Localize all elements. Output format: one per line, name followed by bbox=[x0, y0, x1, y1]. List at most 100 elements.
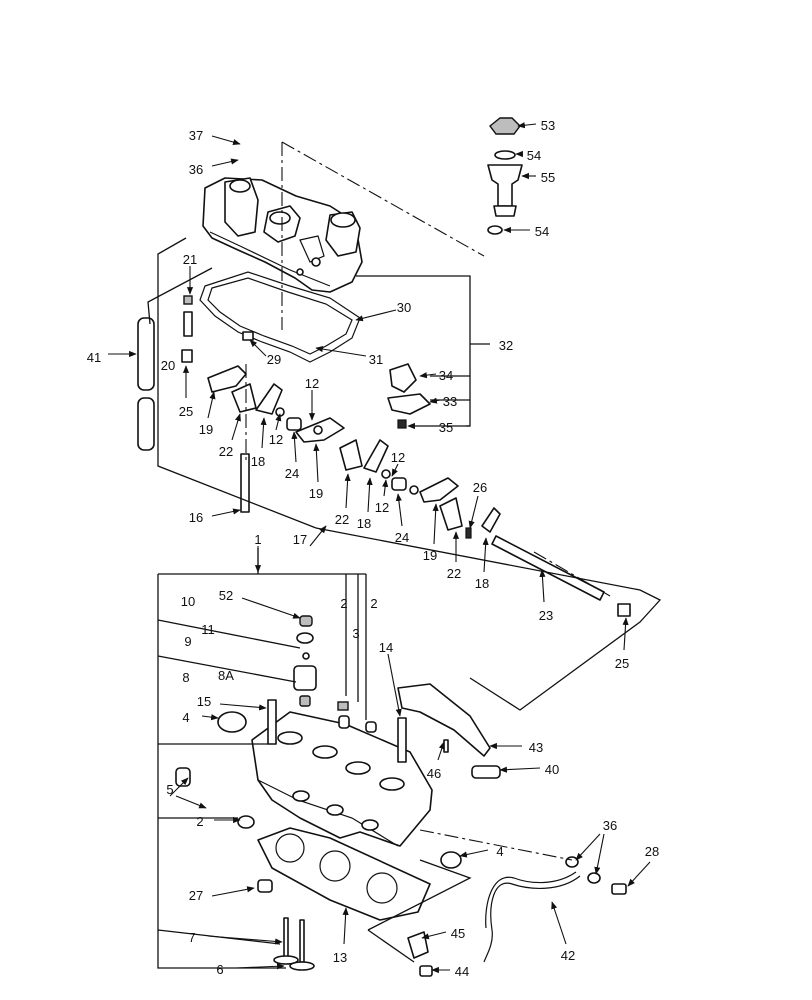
callout-22c: 22 bbox=[447, 566, 461, 581]
leader-33 bbox=[429, 397, 441, 404]
callout-52: 52 bbox=[219, 588, 233, 603]
leader-36a bbox=[211, 158, 239, 167]
callout-1: 1 bbox=[254, 532, 261, 547]
callout-44: 44 bbox=[455, 964, 469, 979]
leader-16 bbox=[211, 508, 241, 517]
callout-8a: 8A bbox=[218, 668, 234, 683]
leader-30 bbox=[355, 309, 397, 322]
leader-22b bbox=[344, 473, 351, 509]
leader-12d bbox=[382, 479, 389, 497]
leader-4a bbox=[201, 714, 219, 721]
callout-34: 34 bbox=[439, 368, 453, 383]
leader-53 bbox=[517, 122, 537, 129]
callout-19a: 19 bbox=[199, 422, 213, 437]
leader-23 bbox=[539, 569, 546, 603]
callout-12b: 12 bbox=[269, 432, 283, 447]
leader-22a bbox=[231, 413, 241, 441]
callout-45: 45 bbox=[451, 926, 465, 941]
rocker-shaft bbox=[491, 535, 631, 617]
callout-5: 5 bbox=[166, 782, 173, 797]
leader-18a bbox=[260, 417, 267, 449]
callout-4b: 4 bbox=[496, 844, 503, 859]
callout-33: 33 bbox=[443, 394, 457, 409]
leader-24b bbox=[395, 493, 403, 527]
callout-12c: 12 bbox=[391, 450, 405, 465]
callout-20: 20 bbox=[161, 358, 175, 373]
leader-7 bbox=[207, 935, 283, 945]
leader-18c bbox=[482, 537, 489, 573]
leader-31 bbox=[315, 346, 367, 357]
callout-36a: 36 bbox=[189, 162, 203, 177]
leader-15 bbox=[219, 703, 267, 711]
callout-4a: 4 bbox=[182, 710, 189, 725]
leader-extra bbox=[175, 795, 207, 809]
callout-25b: 25 bbox=[615, 656, 629, 671]
callout-8: 8 bbox=[182, 670, 189, 685]
callout-54b: 54 bbox=[535, 224, 549, 239]
callout-23: 23 bbox=[539, 608, 553, 623]
leader-4b bbox=[459, 849, 489, 858]
leader-26 bbox=[468, 495, 479, 529]
callout-12d: 12 bbox=[375, 500, 389, 515]
leader-52 bbox=[241, 597, 301, 619]
hose-41 bbox=[137, 317, 155, 451]
callout-36b: 36 bbox=[603, 818, 617, 833]
leader-13 bbox=[342, 907, 349, 945]
callout-14: 14 bbox=[379, 640, 393, 655]
callout-21: 21 bbox=[183, 252, 197, 267]
leader-extra bbox=[575, 833, 601, 861]
oil-filler-cap bbox=[487, 117, 523, 235]
leader-27 bbox=[211, 886, 255, 897]
centerlines bbox=[245, 141, 611, 861]
leader-19a bbox=[207, 391, 216, 419]
callout-43: 43 bbox=[529, 740, 543, 755]
leader-extra bbox=[594, 833, 605, 875]
callout-13: 13 bbox=[333, 950, 347, 965]
callout-53: 53 bbox=[541, 118, 555, 133]
leader-24a bbox=[291, 431, 298, 463]
leader-12b bbox=[275, 413, 282, 431]
callout-25a: 25 bbox=[179, 404, 193, 419]
callout-10: 10 bbox=[181, 594, 195, 609]
leader-40 bbox=[499, 766, 541, 773]
head-components bbox=[175, 615, 501, 971]
callout-19b: 19 bbox=[309, 486, 323, 501]
breather-assembly bbox=[387, 363, 431, 429]
callout-30: 30 bbox=[397, 300, 411, 315]
callout-22a: 22 bbox=[219, 444, 233, 459]
leader-6 bbox=[235, 963, 285, 970]
callout-11: 11 bbox=[201, 622, 215, 637]
callout-41: 41 bbox=[87, 350, 101, 365]
callout-9: 9 bbox=[184, 634, 191, 649]
callout-32: 32 bbox=[499, 338, 513, 353]
callout-55: 55 bbox=[541, 170, 555, 185]
leader-37 bbox=[211, 135, 241, 146]
callout-15: 15 bbox=[197, 694, 211, 709]
callout-17: 17 bbox=[293, 532, 307, 547]
leader-29 bbox=[249, 339, 267, 357]
callout-26: 26 bbox=[473, 480, 487, 495]
callout-19c: 19 bbox=[423, 548, 437, 563]
leader-46 bbox=[437, 741, 445, 761]
callout-6: 6 bbox=[216, 962, 223, 977]
leader-42 bbox=[551, 901, 567, 945]
leader-extra bbox=[627, 861, 651, 887]
callout-27: 27 bbox=[189, 888, 203, 903]
rocker-studs bbox=[181, 295, 254, 513]
callout-18a: 18 bbox=[251, 454, 265, 469]
callout-18c: 18 bbox=[475, 576, 489, 591]
callout-16: 16 bbox=[189, 510, 203, 525]
callout-2b: 2 bbox=[370, 596, 377, 611]
callout-46: 46 bbox=[427, 766, 441, 781]
callout-40: 40 bbox=[545, 762, 559, 777]
callout-37: 37 bbox=[189, 128, 203, 143]
callout-28: 28 bbox=[645, 844, 659, 859]
leader-12c bbox=[391, 463, 399, 477]
leader-34 bbox=[419, 372, 437, 379]
leader-45 bbox=[421, 931, 447, 940]
callout-22b: 22 bbox=[335, 512, 349, 527]
leader-19b bbox=[313, 443, 320, 483]
oil-pipe-42 bbox=[407, 856, 627, 977]
